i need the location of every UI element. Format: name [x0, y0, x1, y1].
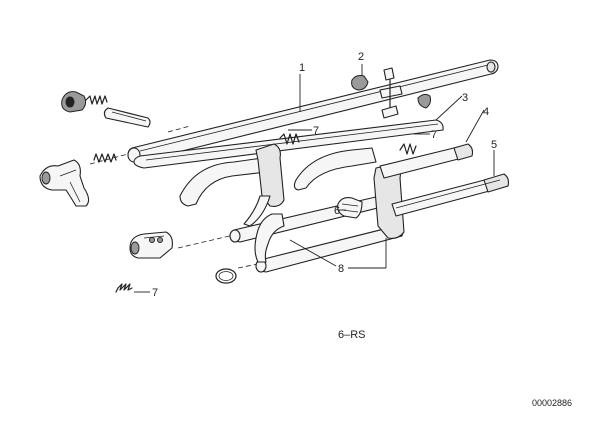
callout-7-lower: 7	[152, 287, 158, 299]
leader-lines	[134, 64, 495, 293]
shift-fork-lower[interactable]	[254, 213, 285, 263]
detent-spring-7-lower[interactable]	[115, 283, 133, 293]
shift-rod-4[interactable]	[379, 143, 474, 179]
detent-spring-7-right[interactable]	[399, 143, 417, 155]
shift-fork-left[interactable]	[179, 143, 285, 227]
callout-4: 4	[483, 106, 489, 118]
callout-8: 8	[338, 263, 344, 275]
assembly-lines	[89, 125, 259, 269]
guide-block-lower-left[interactable]	[129, 231, 173, 259]
selector-finger-left[interactable]	[39, 159, 90, 207]
callout-6: 6	[334, 205, 340, 217]
compression-spring-upper[interactable]	[93, 153, 117, 163]
callout-2: 2	[358, 51, 364, 63]
shift-fork-right[interactable]	[337, 163, 405, 239]
shift-rod-1[interactable]	[127, 59, 499, 163]
circlip-ring[interactable]	[215, 268, 237, 284]
detent-spring-7-upper[interactable]	[279, 133, 300, 145]
shift-rod-5[interactable]	[391, 173, 510, 217]
drawing-number: 00002886	[532, 398, 572, 408]
callout-7-upper: 7	[313, 125, 319, 137]
callout-labels: 1 2 3 4 5 6 7 7 7 8	[152, 51, 497, 299]
callout-7-right: 7	[431, 129, 437, 141]
callout-3: 3	[462, 92, 468, 104]
diagram-caption: 6–RS	[338, 329, 366, 341]
callout-1: 1	[299, 62, 305, 74]
locking-bolt-assembly-2[interactable]	[351, 67, 431, 119]
callout-5: 5	[491, 139, 497, 151]
shift-fork-middle[interactable]	[293, 147, 377, 191]
detent-plunger-assembly[interactable]	[61, 91, 151, 128]
